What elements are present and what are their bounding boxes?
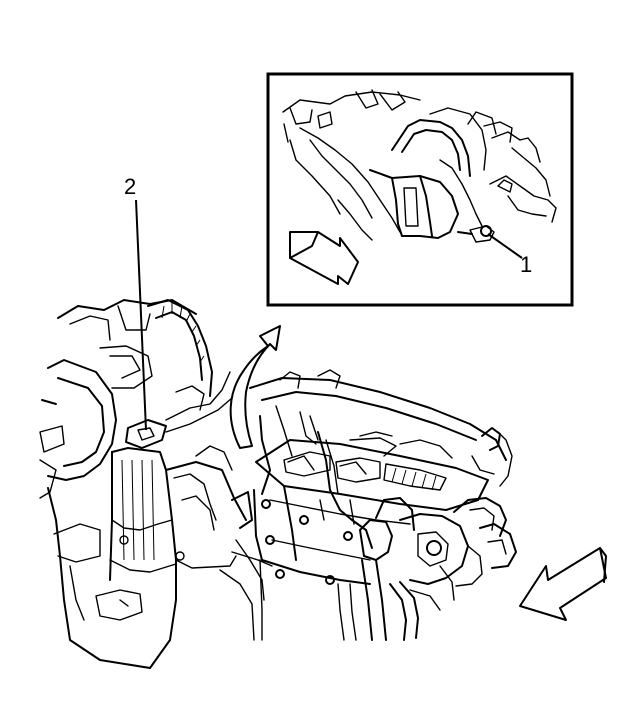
detail-inset: 1 <box>266 72 574 307</box>
hvac-module-main <box>39 299 517 669</box>
callout-1-label: 1 <box>520 252 532 277</box>
callout-1-leader <box>487 233 523 259</box>
inset-direction-arrow <box>289 231 359 285</box>
callout-2-label: 2 <box>124 174 136 199</box>
callout-2: 2 <box>124 174 147 431</box>
inset-module-drawing <box>282 89 557 243</box>
callout-2-leader <box>135 199 147 431</box>
view-pointer-arrow <box>229 325 281 449</box>
main-direction-arrow <box>519 547 607 621</box>
